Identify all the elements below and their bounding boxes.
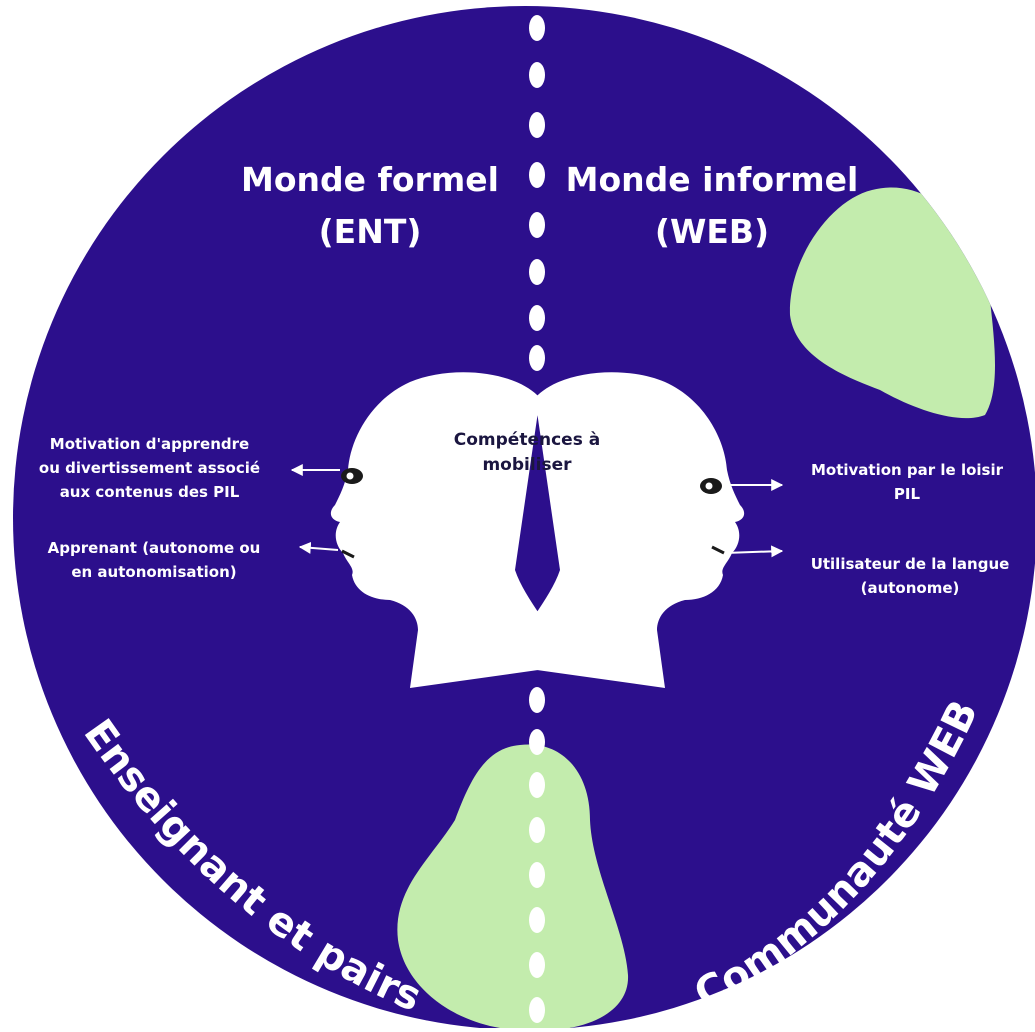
divider-dash (529, 687, 545, 713)
left-learner-label: Apprenant (autonome ou en autonomisation… (47, 539, 261, 581)
dotted-divider (529, 15, 545, 1023)
divider-dash (529, 345, 545, 371)
divider-dash (529, 259, 545, 285)
left-head-silhouette (330, 372, 540, 688)
divider-dash (529, 62, 545, 88)
right-motivation-label: Motivation par le loisir PIL (810, 461, 1004, 503)
divider-dash (529, 772, 545, 798)
divider-dash (529, 817, 545, 843)
right-mouth-mark (711, 545, 725, 555)
divider-dash (529, 15, 545, 41)
divider-dash (529, 952, 545, 978)
divider-dash (529, 305, 545, 331)
right-head-silhouette (535, 372, 745, 688)
informal-world-label: Monde informel (WEB) (565, 160, 859, 251)
left-motivation-label: Motivation d'apprendre ou divertissement… (38, 435, 261, 501)
divider-dash (529, 162, 545, 188)
formal-world-label: Monde formel (ENT) (241, 160, 499, 251)
divider-dash (529, 112, 545, 138)
divider-dash (529, 862, 545, 888)
divider-dash (529, 997, 545, 1023)
green-blob-bottom (397, 744, 629, 1030)
arrow-right-user (724, 545, 784, 558)
left-eye-icon (341, 468, 363, 484)
background-circle (13, 6, 1035, 1030)
right-eye-icon (700, 478, 722, 494)
right-user-label: Utilisateur de la langue (autonome) (810, 555, 1010, 597)
center-label: Compétences à mobiliser (453, 430, 601, 475)
divider-dash (529, 907, 545, 933)
left-mouth-mark (341, 549, 355, 559)
divider-dash (529, 212, 545, 238)
green-blob-top-right (789, 187, 995, 419)
arrow-left-learner (298, 541, 339, 554)
divider-dash (529, 729, 545, 755)
